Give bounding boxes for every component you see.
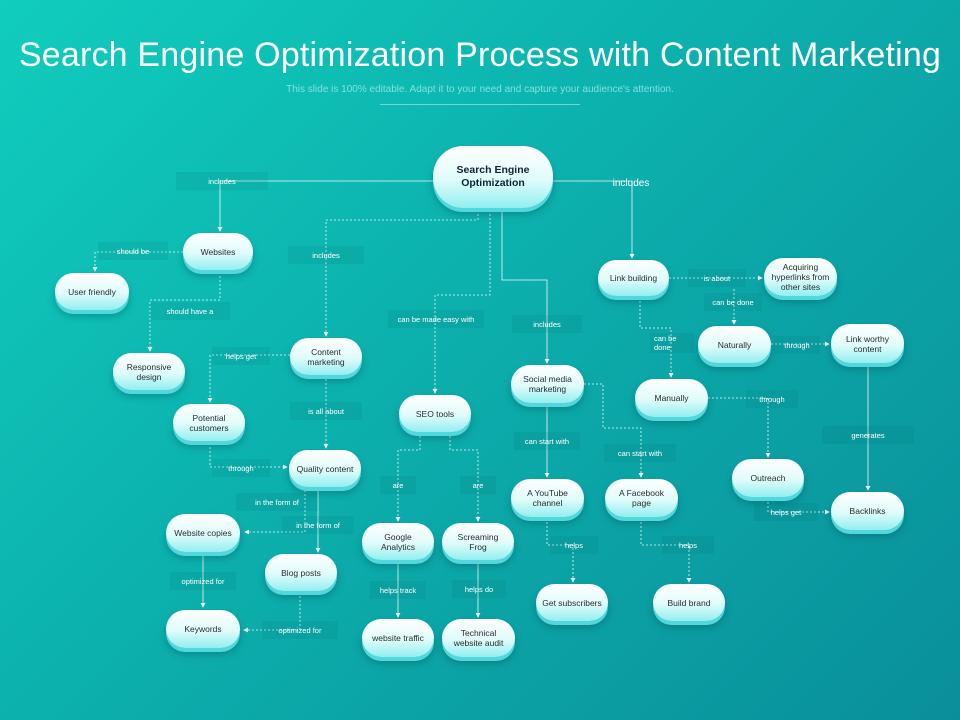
- connector-tools-frog: [449, 432, 481, 522]
- node-websites: Websites: [183, 233, 253, 270]
- node-screaming-frog: Screaming Frog: [442, 523, 514, 560]
- connector-seo-websites: [217, 180, 433, 232]
- node-website-traffic: website traffic: [362, 619, 434, 657]
- node-acquiring-hyperlinks: Acquiring hyperlinks from other sites: [764, 258, 837, 296]
- edge-label-helps-get-right: helps get: [754, 503, 818, 521]
- edge-label-helps-track: helps track: [370, 581, 426, 599]
- edge-label-includes-right: includes: [612, 177, 650, 189]
- node-content-marketing: Content marketing: [290, 338, 362, 375]
- connector-websites-responsive: [147, 272, 221, 352]
- connector-seo-content: [323, 210, 479, 337]
- page-title: Search Engine Optimization Process with …: [18, 36, 942, 74]
- node-build-brand: Build brand: [653, 584, 725, 621]
- edge-label-through-2: through: [746, 390, 798, 408]
- edge-label-through-1: through: [774, 336, 820, 354]
- edge-label-helps-do: helps do: [452, 580, 506, 598]
- node-google-analytics: Google Analytics: [362, 523, 434, 560]
- page-subtitle: This slide is 100% editable. Adapt it to…: [286, 84, 674, 95]
- edge-label-optimized-for-1: optimized for: [170, 572, 236, 590]
- edge-label-helps-get-left: helps get: [212, 347, 270, 365]
- edge-label-can-be-made-easy-with: can be made easy with: [388, 310, 484, 328]
- connector-facebook-brand: [640, 518, 692, 583]
- connector-tools-analytics: [395, 432, 421, 522]
- node-technical-website-audit: Technical website audit: [442, 619, 515, 657]
- edge-label-can-be-done-1: can be done: [704, 293, 762, 311]
- connector-seo-social: [501, 210, 550, 364]
- node-potential-customers: Potential customers: [173, 404, 245, 441]
- edge-label-can-be-done-2: can be done: [650, 333, 694, 353]
- edge-label-are-1: are: [380, 476, 416, 494]
- connector-seo-linkbuilding: [553, 180, 635, 259]
- edge-label-through-left: through: [212, 459, 270, 477]
- node-get-subscribers: Get subscribers: [536, 584, 608, 621]
- edge-label-generates: generates: [822, 426, 914, 444]
- connector-social-facebook: [584, 383, 644, 478]
- subtitle-divider: [380, 104, 580, 105]
- connector-youtube-subscribers: [546, 518, 576, 583]
- edge-label-should-be: should be: [98, 242, 168, 260]
- node-quality-content: Quality content: [289, 450, 361, 487]
- edge-label-includes-left: includes: [176, 172, 268, 190]
- connector-websites-userfriendly: [92, 251, 183, 272]
- edge-label-can-start-with-1: can start with: [514, 432, 580, 450]
- node-responsive-design: Responsive design: [113, 353, 185, 390]
- edge-label-is-all-about: is all about: [290, 402, 362, 420]
- node-search-engine-optimization: Search Engine Optimization: [433, 146, 553, 208]
- edge-label-optimized-for-2: optimized for: [262, 621, 338, 639]
- node-blog-posts: Blog posts: [265, 554, 337, 591]
- connector-blog-keywords: [243, 592, 301, 633]
- node-facebook-page: A Facebook page: [605, 479, 678, 517]
- edge-label-in-the-form-of-2: in the form of: [282, 516, 354, 534]
- connector-quality-copies: [244, 486, 306, 535]
- node-link-worthy-content: Link worthy content: [831, 324, 904, 363]
- node-link-building: Link building: [598, 260, 669, 296]
- node-keywords: Keywords: [166, 610, 240, 648]
- node-website-copies: Website copies: [166, 514, 240, 552]
- node-naturally: Naturally: [698, 326, 771, 363]
- edge-label-includes-center: includes: [288, 246, 364, 264]
- node-user-friendly: User friendly: [55, 273, 129, 310]
- edge-label-helps-1: helps: [550, 536, 598, 554]
- connector-seo-tools: [432, 210, 491, 394]
- node-outreach: Outreach: [732, 459, 804, 497]
- edge-label-are-2: are: [460, 476, 496, 494]
- edge-label-should-have-a: should have a: [150, 302, 230, 320]
- node-seo-tools: SEO tools: [399, 395, 471, 432]
- connector-outreach-backlinks: [767, 498, 830, 515]
- edge-label-helps-2: helps: [662, 536, 714, 554]
- connector-manually-outreach: [708, 397, 771, 458]
- connector-content-potential: [207, 354, 290, 403]
- connector-potential-quality: [209, 443, 288, 470]
- edge-label-includes-social: includes: [512, 315, 582, 333]
- node-youtube-channel: A YouTube channel: [511, 479, 584, 517]
- edge-label-in-the-form-of-1: in the form of: [236, 493, 318, 511]
- edge-label-is-about: is about: [688, 269, 746, 287]
- node-backlinks: Backlinks: [831, 492, 904, 530]
- node-manually: Manually: [635, 379, 708, 417]
- node-social-media-marketing: Social media marketing: [511, 365, 584, 403]
- edge-label-can-start-with-2: can start with: [604, 444, 676, 462]
